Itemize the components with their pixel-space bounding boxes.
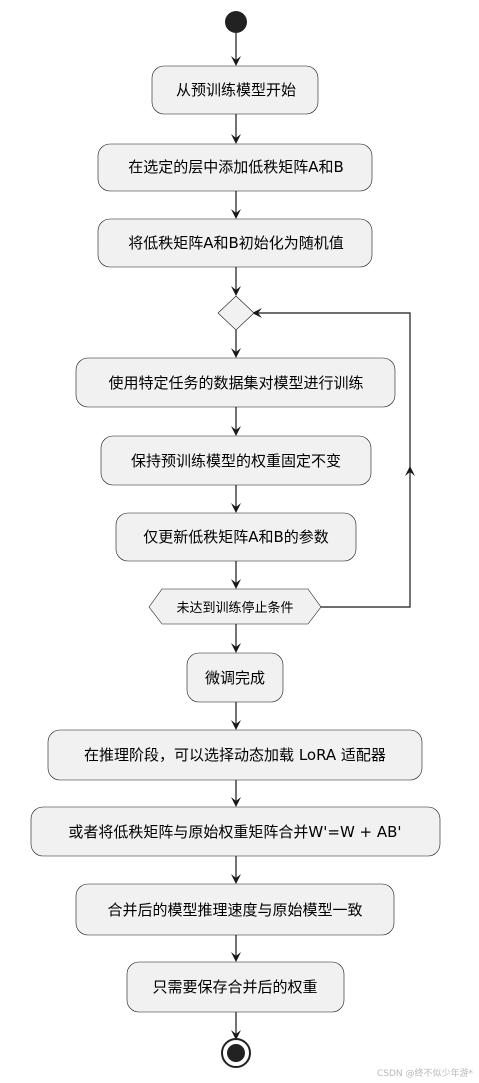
step-10-label: 合并后的模型推理速度与原始模型一致 bbox=[107, 901, 362, 919]
loop-arrow-left bbox=[252, 308, 262, 318]
loop-condition: 未达到训练停止条件 bbox=[148, 588, 322, 625]
step-1-label: 从预训练模型开始 bbox=[176, 81, 296, 99]
step-9-label: 或者将低秩矩阵与原始权重矩阵合并W'=W + AB' bbox=[68, 823, 401, 841]
step-3: 将低秩矩阵A和B初始化为随机值 bbox=[97, 218, 373, 268]
step-1: 从预训练模型开始 bbox=[151, 65, 319, 115]
end-node bbox=[221, 1038, 251, 1068]
loop-arrow-up bbox=[405, 466, 415, 476]
step-4: 使用特定任务的数据集对模型进行训练 bbox=[75, 357, 396, 408]
step-5-label: 保持预训练模型的权重固定不变 bbox=[131, 452, 341, 470]
step-4-label: 使用特定任务的数据集对模型进行训练 bbox=[108, 374, 363, 392]
watermark: CSDN @终不似少年游* bbox=[376, 1069, 473, 1079]
step-2-label: 在选定的层中添加低秩矩阵A和B bbox=[128, 158, 344, 176]
step-11: 只需要保存合并后的权重 bbox=[126, 961, 345, 1013]
step-6: 仅更新低秩矩阵A和B的参数 bbox=[115, 512, 357, 562]
step-9: 或者将低秩矩阵与原始权重矩阵合并W'=W + AB' bbox=[30, 806, 441, 857]
loop-back-edge bbox=[258, 312, 411, 608]
step-2: 在选定的层中添加低秩矩阵A和B bbox=[97, 143, 373, 192]
step-11-label: 只需要保存合并后的权重 bbox=[152, 978, 317, 996]
edges bbox=[231, 33, 415, 1040]
loop-condition-label: 未达到训练停止条件 bbox=[176, 600, 293, 616]
step-7: 微调完成 bbox=[186, 652, 284, 703]
step-7-label: 微调完成 bbox=[205, 669, 265, 687]
step-10: 合并后的模型推理速度与原始模型一致 bbox=[75, 883, 395, 936]
step-3-label: 将低秩矩阵A和B初始化为随机值 bbox=[128, 234, 344, 252]
start-node bbox=[225, 11, 247, 33]
step-6-label: 仅更新低秩矩阵A和B的参数 bbox=[143, 528, 329, 546]
merge-diamond bbox=[217, 295, 255, 331]
step-8: 在推理阶段，可以选择动态加载 LoRA 适配器 bbox=[47, 729, 423, 781]
step-5: 保持预训练模型的权重固定不变 bbox=[100, 435, 372, 486]
step-8-label: 在推理阶段，可以选择动态加载 LoRA 适配器 bbox=[84, 746, 386, 764]
